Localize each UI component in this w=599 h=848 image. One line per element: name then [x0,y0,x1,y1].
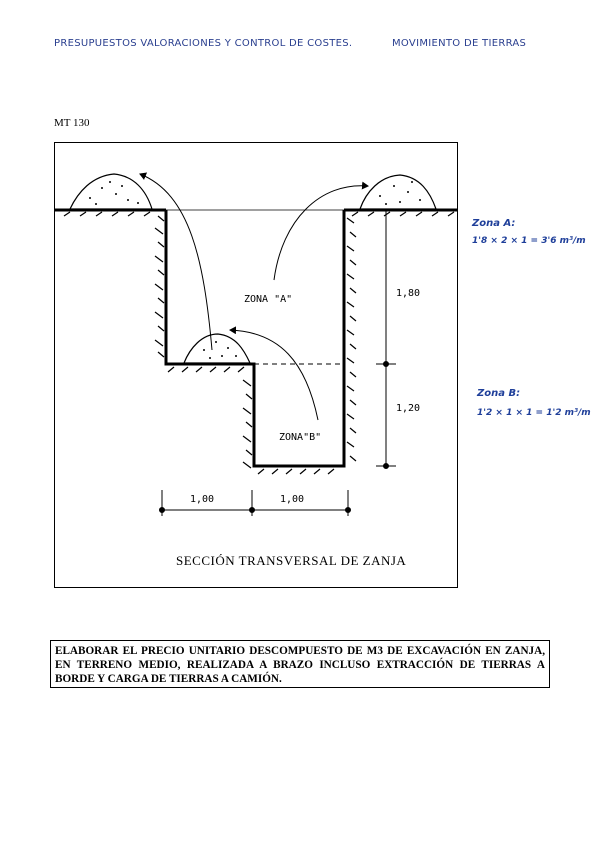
trench-outline [164,210,346,468]
soil-piles [69,173,437,364]
header-right-title: MOVIMIENTO DE TIERRAS [392,38,527,49]
soil-pile-right [359,174,437,210]
zone-b-note-formula: 1'2 × 1 × 1 = 1'2 m³/m [477,408,591,418]
arrow-zone-a-to-left-pile [139,172,213,351]
vertical-dimension [376,210,396,469]
arrow-zone-b-to-middle-pile [229,326,319,421]
page-header: PRESUPUESTOS VALORACIONES Y CONTROL DE C… [54,38,554,49]
document-code: MT 130 [54,117,90,129]
task-statement-text: ELABORAR EL PRECIO UNITARIO DESCOMPUESTO… [55,645,545,685]
zone-a-note-formula: 1'8 × 2 × 1 = 3'6 m³/m [472,236,586,246]
dimension-width-left: 1,00 [190,494,215,505]
dimension-lower-depth: 1,20 [396,403,421,414]
zone-b-note-title: Zona B: [477,388,521,399]
zone-b-label: ZONA"B" [279,432,322,443]
soil-pile-middle [183,333,251,364]
zone-a-label: ZONA "A" [244,294,293,305]
arrow-zone-a-to-right-pile [273,181,369,281]
dimension-upper-depth: 1,80 [396,288,421,299]
soil-hatching [63,211,455,475]
figure-caption: SECCIÓN TRANSVERSAL DE ZANJA [176,553,407,568]
excavation-arrows [139,172,369,421]
horizontal-dimension [159,490,351,516]
figure-frame [54,142,458,588]
soil-pile-speckle [89,181,421,359]
task-statement-box: ELABORAR EL PRECIO UNITARIO DESCOMPUESTO… [50,640,550,688]
soil-pile-left [69,173,153,210]
zone-a-note-title: Zona A: [472,218,516,229]
dimension-width-right: 1,00 [280,494,305,505]
header-left-title: PRESUPUESTOS VALORACIONES Y CONTROL DE C… [54,38,353,49]
